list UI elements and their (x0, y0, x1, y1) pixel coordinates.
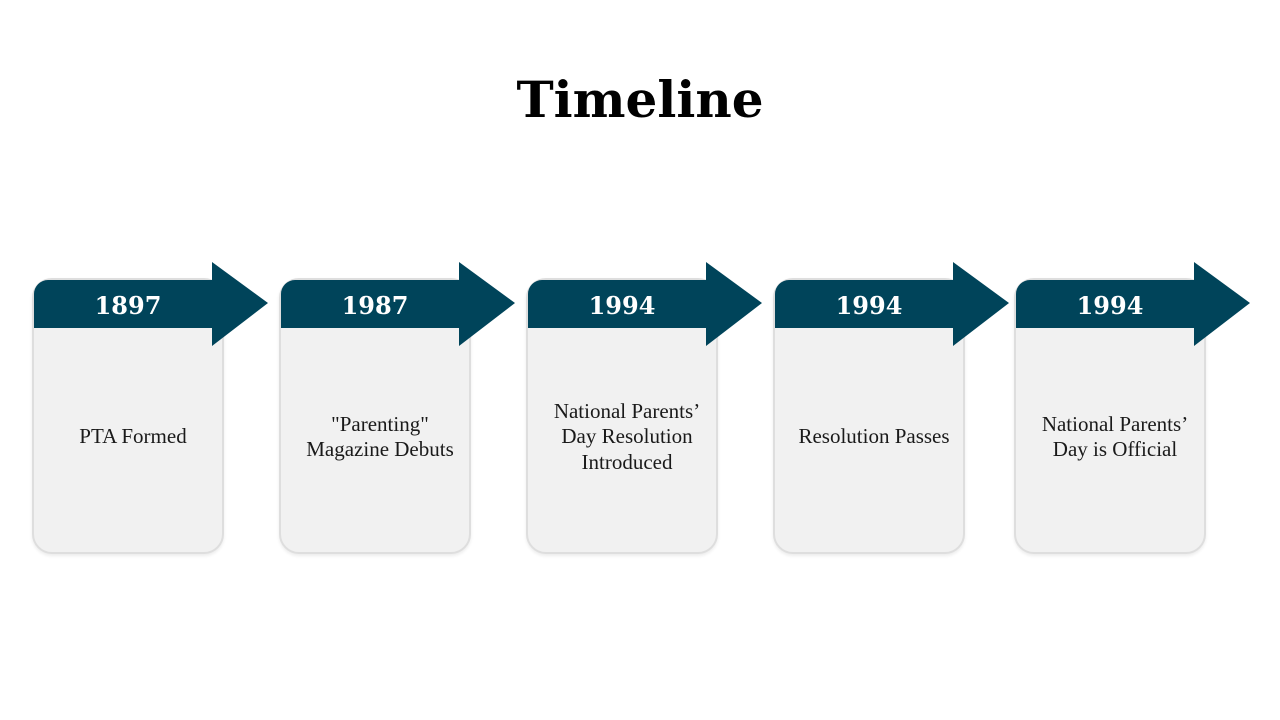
timeline-step-1: 1897 PTA Formed (32, 262, 268, 554)
step-label: "Parenting" Magazine Debuts (306, 411, 454, 462)
timeline-step-4: 1994 Resolution Passes (773, 262, 1009, 554)
step-year: 1897 (94, 290, 162, 320)
timeline-step-3: 1994 National Parents’ Day Resolution In… (526, 262, 762, 554)
arrow-shape (34, 262, 268, 346)
arrow-shape (775, 262, 1009, 346)
page-title: Timeline (516, 70, 764, 129)
step-label: Resolution Passes (798, 424, 950, 449)
step-year: 1994 (1076, 290, 1144, 320)
timeline-step-5: 1994 National Parents’ Day is Official (1014, 262, 1250, 554)
timeline-step-2: 1987 "Parenting" Magazine Debuts (279, 262, 515, 554)
arrow-shape (281, 262, 515, 346)
step-label: National Parents’ Day is Official (1041, 411, 1189, 462)
step-label: National Parents’ Day Resolution Introdu… (553, 398, 701, 474)
step-year: 1994 (588, 290, 656, 320)
arrow-shape (528, 262, 762, 346)
step-year: 1987 (341, 290, 409, 320)
step-label: PTA Formed (79, 424, 187, 449)
arrow-shape (1016, 262, 1250, 346)
step-year: 1994 (835, 290, 903, 320)
